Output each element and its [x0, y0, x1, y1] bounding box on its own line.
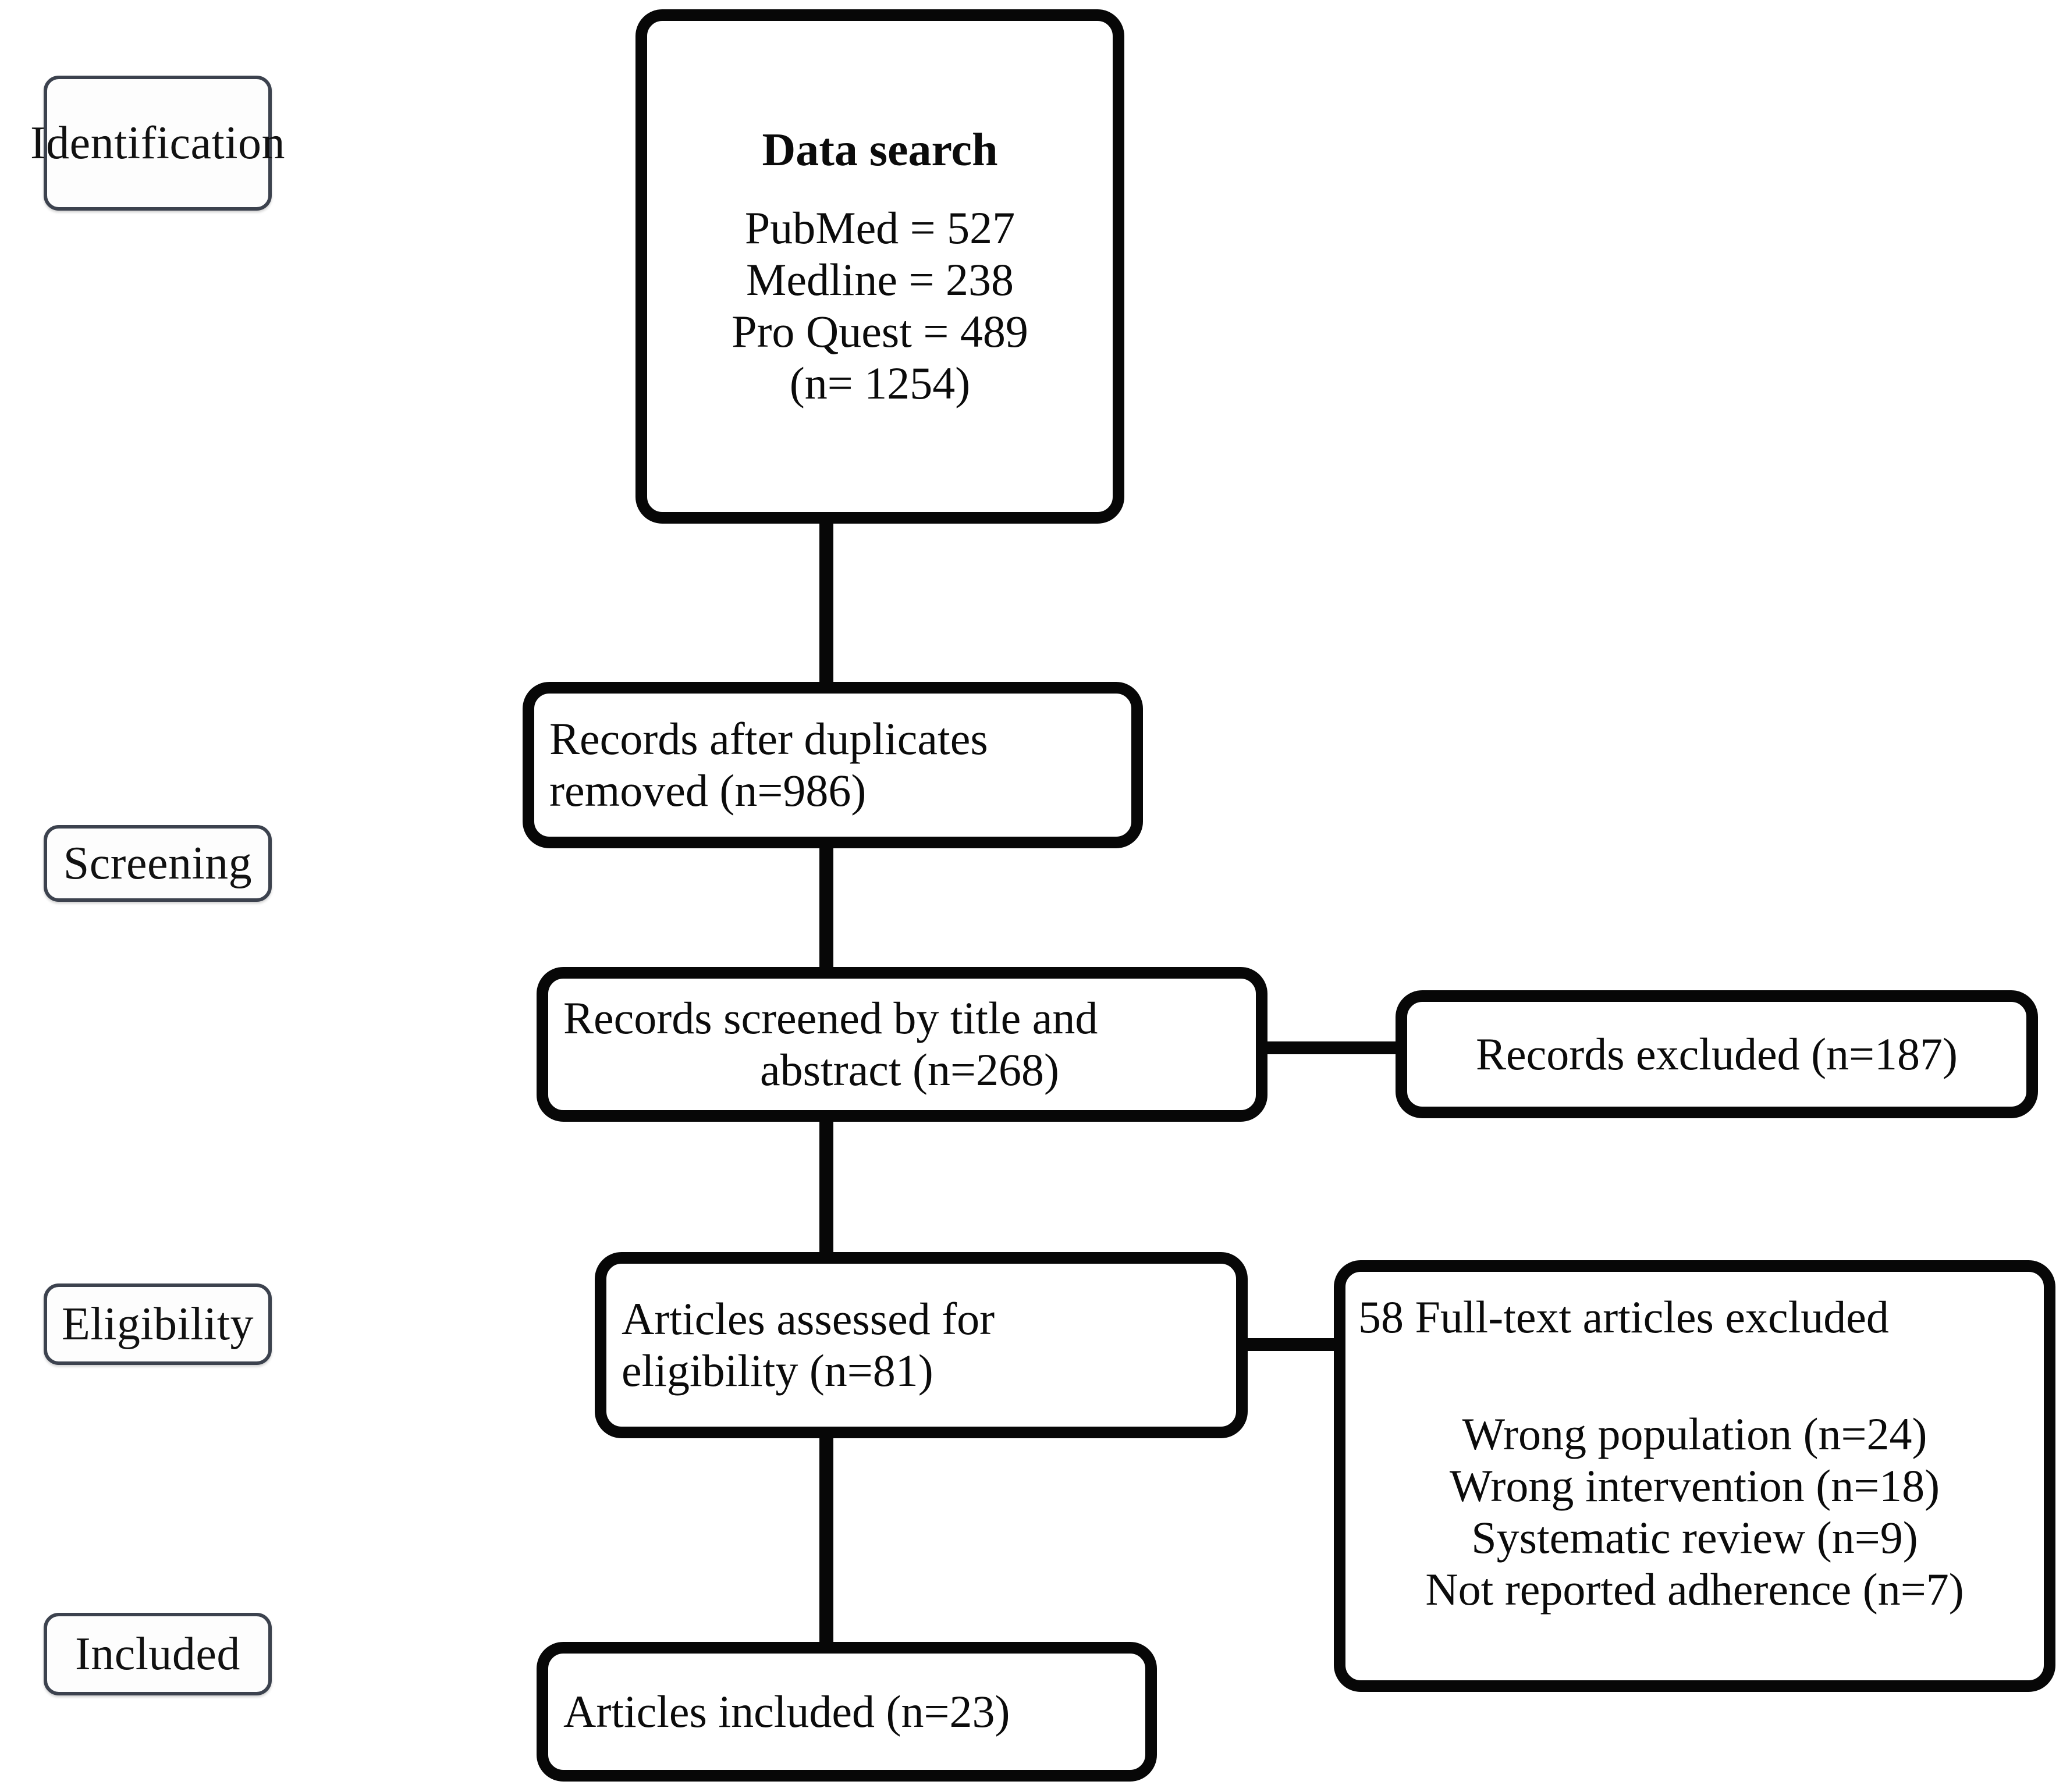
data-search-body: PubMed = 527 Medline = 238 Pro Quest = 4… — [647, 202, 1113, 410]
data-search-title: Data search — [762, 124, 998, 176]
phase-label-identification: Identification — [30, 76, 285, 211]
duplicates-line-2: removed (n=986) — [549, 765, 867, 816]
phase-label-included-text: Included — [75, 1628, 240, 1680]
connector-screened-to-assessed — [819, 1117, 833, 1257]
node-articles-included: Articles included (n=23) — [537, 1642, 1157, 1782]
phase-label-screening-text: Screening — [63, 837, 253, 889]
screened-line-2: abstract (n=268) — [760, 1044, 1059, 1095]
assessed-line-1: Articles assessed for — [622, 1293, 995, 1345]
included-line-1: Articles included (n=23) — [563, 1686, 1010, 1737]
node-fulltext-excluded: 58 Full-text articles excluded Wrong pop… — [1334, 1260, 2055, 1692]
node-articles-assessed: Articles assessed for eligibility (n=81) — [595, 1252, 1248, 1438]
connector-assessed-to-fulltext-excluded — [1238, 1338, 1344, 1351]
data-search-source-medline: Medline = 238 — [746, 254, 1014, 305]
phase-label-screening: Screening — [44, 825, 272, 902]
node-records-excluded: Records excluded (n=187) — [1396, 990, 2038, 1118]
fulltext-reason-3: Systematic review (n=9) — [1471, 1512, 1918, 1563]
fulltext-heading: 58 Full-text articles excluded — [1358, 1292, 1889, 1342]
connector-search-to-duplicates — [819, 521, 833, 687]
connector-duplicates-to-screened — [819, 844, 833, 972]
excluded-line-1: Records excluded (n=187) — [1475, 1028, 1958, 1079]
screened-line-1: Records screened by title and — [563, 993, 1098, 1044]
data-search-source-pubmed: PubMed = 527 — [744, 202, 1016, 253]
node-records-after-duplicates-removed: Records after duplicates removed (n=986) — [523, 682, 1143, 848]
phase-label-eligibility: Eligibility — [44, 1283, 272, 1365]
node-records-screened: Records screened by title and abstract (… — [537, 967, 1267, 1122]
data-search-total: (n= 1254) — [789, 357, 971, 408]
connector-screened-to-excluded — [1258, 1041, 1401, 1054]
fulltext-reason-4: Not reported adherence (n=7) — [1425, 1563, 1964, 1615]
node-data-search: Data search PubMed = 527 Medline = 238 P… — [635, 9, 1124, 524]
phase-label-included: Included — [44, 1613, 272, 1695]
duplicates-line-1: Records after duplicates — [549, 713, 988, 765]
data-search-source-proquest: Pro Quest = 489 — [732, 305, 1028, 357]
fulltext-spacer — [1358, 1343, 2031, 1409]
connector-assessed-to-included — [819, 1434, 833, 1647]
assessed-line-2: eligibility (n=81) — [622, 1345, 933, 1396]
fulltext-reason-1: Wrong population (n=24) — [1462, 1408, 1927, 1459]
phase-label-identification-text: Identification — [30, 117, 285, 169]
fulltext-reason-2: Wrong intervention (n=18) — [1449, 1460, 1940, 1511]
phase-label-eligibility-text: Eligibility — [62, 1298, 254, 1350]
